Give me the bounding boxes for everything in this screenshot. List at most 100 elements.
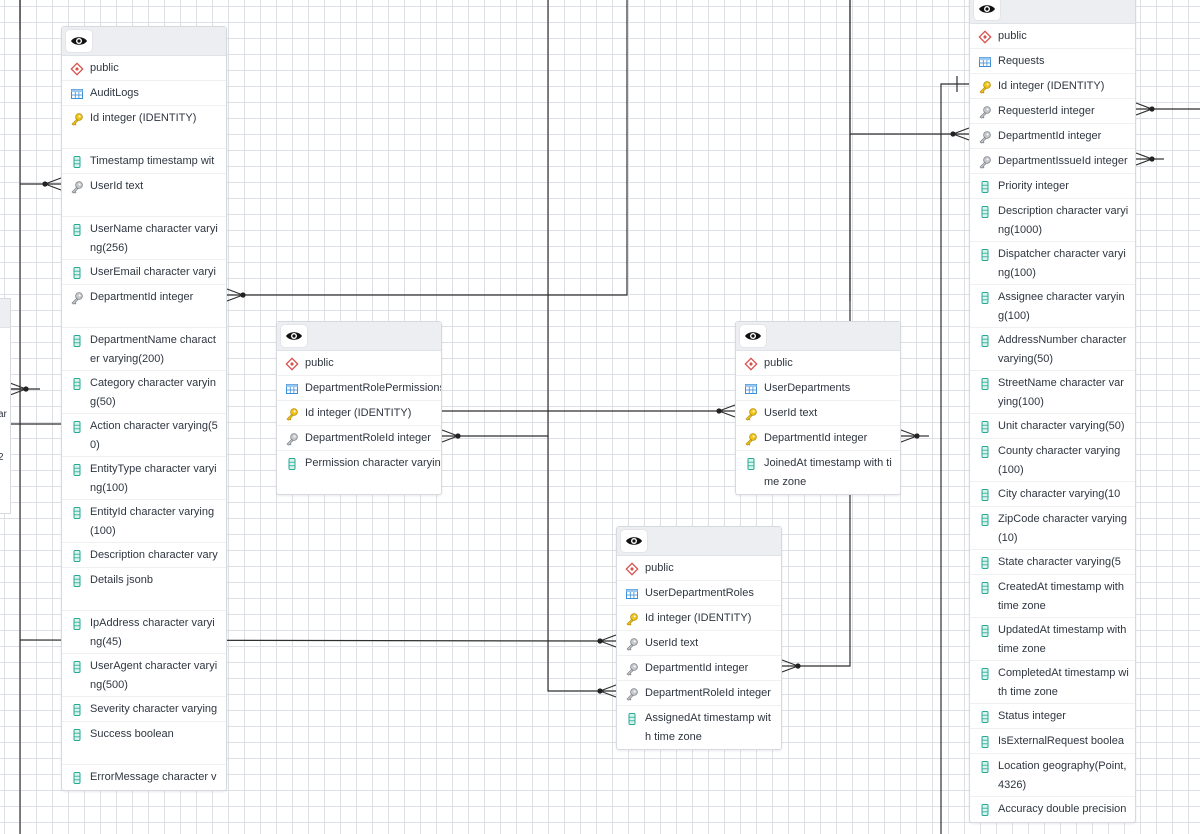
column-row[interactable]: UserId text (62, 174, 226, 217)
schema-label-row[interactable]: public (617, 556, 781, 581)
column-row[interactable]: Permission character varying(200) (277, 451, 441, 494)
column-row[interactable]: DepartmentIssueId integer (970, 149, 1135, 174)
table-header (970, 0, 1135, 24)
column-dispatcher: Dispatcher character varying(100) (998, 248, 1126, 279)
column-row[interactable]: RequesterId integer (970, 99, 1135, 124)
column-row[interactable]: Category character varying(50) (62, 371, 226, 414)
column-row[interactable]: UserName character varying(256) (62, 217, 226, 260)
column-success: Success boolean (90, 728, 174, 740)
edge-userdeptroles-roleid (547, 436, 600, 692)
column-row[interactable]: Accuracy double precision (970, 797, 1135, 822)
table-name-row[interactable]: UserDepartments (736, 376, 900, 401)
column-row[interactable]: Success boolean (62, 722, 226, 765)
column-row[interactable]: Severity character varying(20) (62, 697, 226, 722)
foreign-key-icon (285, 429, 299, 448)
table-name-row[interactable]: Requests (970, 49, 1135, 74)
column-row[interactable]: Assignee character varying(100) (970, 285, 1135, 328)
table-icon (978, 52, 992, 71)
column-row[interactable]: DepartmentName character varying(200) (62, 328, 226, 371)
eye-icon[interactable] (974, 0, 1000, 20)
column-row[interactable]: UserEmail character varying(256) (62, 260, 226, 285)
column-row[interactable]: Status integer (970, 704, 1135, 729)
column-departmentroleid: DepartmentRoleId integer (645, 687, 771, 699)
column-userid: UserId text (90, 180, 144, 192)
column-row[interactable]: Unit character varying(50) (970, 414, 1135, 439)
column-row[interactable]: Action character varying(50) (62, 414, 226, 457)
column-row[interactable]: Timestamp timestamp with time zone (62, 149, 226, 174)
column-icon (978, 621, 992, 640)
column-row[interactable]: Id integer (IDENTITY) (970, 74, 1135, 99)
column-row[interactable]: Id integer (IDENTITY) (62, 106, 226, 149)
column-isexternalrequest: IsExternalRequest boolean (998, 735, 1124, 747)
eye-icon[interactable] (740, 325, 766, 347)
primary-key-icon (744, 429, 758, 448)
column-row[interactable]: Description character varying(1000) (970, 199, 1135, 242)
foreign-key-icon (978, 152, 992, 171)
column-row[interactable]: DepartmentId integer (62, 285, 226, 328)
eye-icon[interactable] (621, 530, 647, 552)
column-userid: UserId text (764, 407, 818, 419)
crowfoot-auditlogs-userid (42, 177, 62, 191)
column-row[interactable]: Details jsonb (62, 568, 226, 611)
column-row[interactable]: Priority integer (970, 174, 1135, 199)
column-row[interactable]: UpdatedAt timestamp with time zone (970, 618, 1135, 661)
schema-icon (744, 354, 758, 373)
column-row[interactable]: StreetName character varying(100) (970, 371, 1135, 414)
column-row[interactable]: EntityId character varying(100) (62, 500, 226, 543)
column-action: Action character varying(50) (90, 420, 218, 451)
schema-icon (70, 59, 84, 78)
column-row[interactable]: City character varying(100) (970, 482, 1135, 507)
column-row[interactable]: CompletedAt timestamp with time zone (970, 661, 1135, 704)
column-row[interactable]: Id integer (IDENTITY) (617, 606, 781, 631)
column-row[interactable]: IsExternalRequest boolean (970, 729, 1135, 754)
eye-icon[interactable] (281, 325, 307, 347)
column-departmentid: DepartmentId integer (90, 291, 194, 303)
column-row[interactable]: Dispatcher character varying(100) (970, 242, 1135, 285)
column-icon (70, 220, 84, 239)
column-icon (70, 417, 84, 436)
column-id: Id integer (IDENTITY) (90, 112, 197, 124)
column-row[interactable]: CreatedAt timestamp with time zone (970, 575, 1135, 618)
column-row[interactable]: UserAgent character varying(500) (62, 654, 226, 697)
column-row[interactable]: County character varying(100) (970, 439, 1135, 482)
column-icon (978, 417, 992, 436)
column-row[interactable]: DepartmentId integer (970, 124, 1135, 149)
foreign-key-icon (70, 177, 84, 196)
column-ipaddress: IpAddress character varying(45) (90, 617, 215, 648)
schema-label-row[interactable]: public (62, 56, 226, 81)
table-name-row[interactable]: DepartmentRolePermissions (277, 376, 441, 401)
column-row[interactable]: DepartmentRoleId integer (617, 681, 781, 706)
column-row[interactable]: ZipCode character varying(10) (970, 507, 1135, 550)
column-row[interactable]: UserId text (617, 631, 781, 656)
schema-label-row[interactable]: public (277, 351, 441, 376)
column-row[interactable]: JoinedAt timestamp with time zone (736, 451, 900, 494)
schema-label-row[interactable]: public (970, 24, 1135, 49)
table-name-row[interactable]: UserDepartmentRoles (617, 581, 781, 606)
column-row[interactable]: Location geography(Point,4326) (970, 754, 1135, 797)
column-row[interactable]: IpAddress character varying(45) (62, 611, 226, 654)
foreign-key-icon (978, 127, 992, 146)
column-row[interactable]: State character varying(50) (970, 550, 1135, 575)
column-row[interactable]: UserId text (736, 401, 900, 426)
primary-key-icon (978, 77, 992, 96)
column-row[interactable]: DepartmentId integer (736, 426, 900, 451)
column-row[interactable]: ErrorMessage character varying(1000) (62, 765, 226, 790)
eye-icon[interactable] (66, 30, 92, 52)
table-name-row[interactable]: AuditLogs (62, 81, 226, 106)
column-row[interactable]: Id integer (IDENTITY) (277, 401, 441, 426)
column-row[interactable]: DepartmentRoleId integer (277, 426, 441, 451)
column-row[interactable]: AssignedAt timestamp with time zone (617, 706, 781, 749)
column-row[interactable]: EntityType character varying(100) (62, 457, 226, 500)
column-row[interactable]: DepartmentId integer (617, 656, 781, 681)
column-assignee: Assignee character varying(100) (998, 291, 1125, 322)
column-row[interactable]: Description character varying(500) (62, 543, 226, 568)
column-row[interactable]: AddressNumber character varying(50) (970, 328, 1135, 371)
column-departmentid: DepartmentId integer (998, 130, 1102, 142)
schema-label-row[interactable]: public (736, 351, 900, 376)
column-icon (978, 578, 992, 597)
